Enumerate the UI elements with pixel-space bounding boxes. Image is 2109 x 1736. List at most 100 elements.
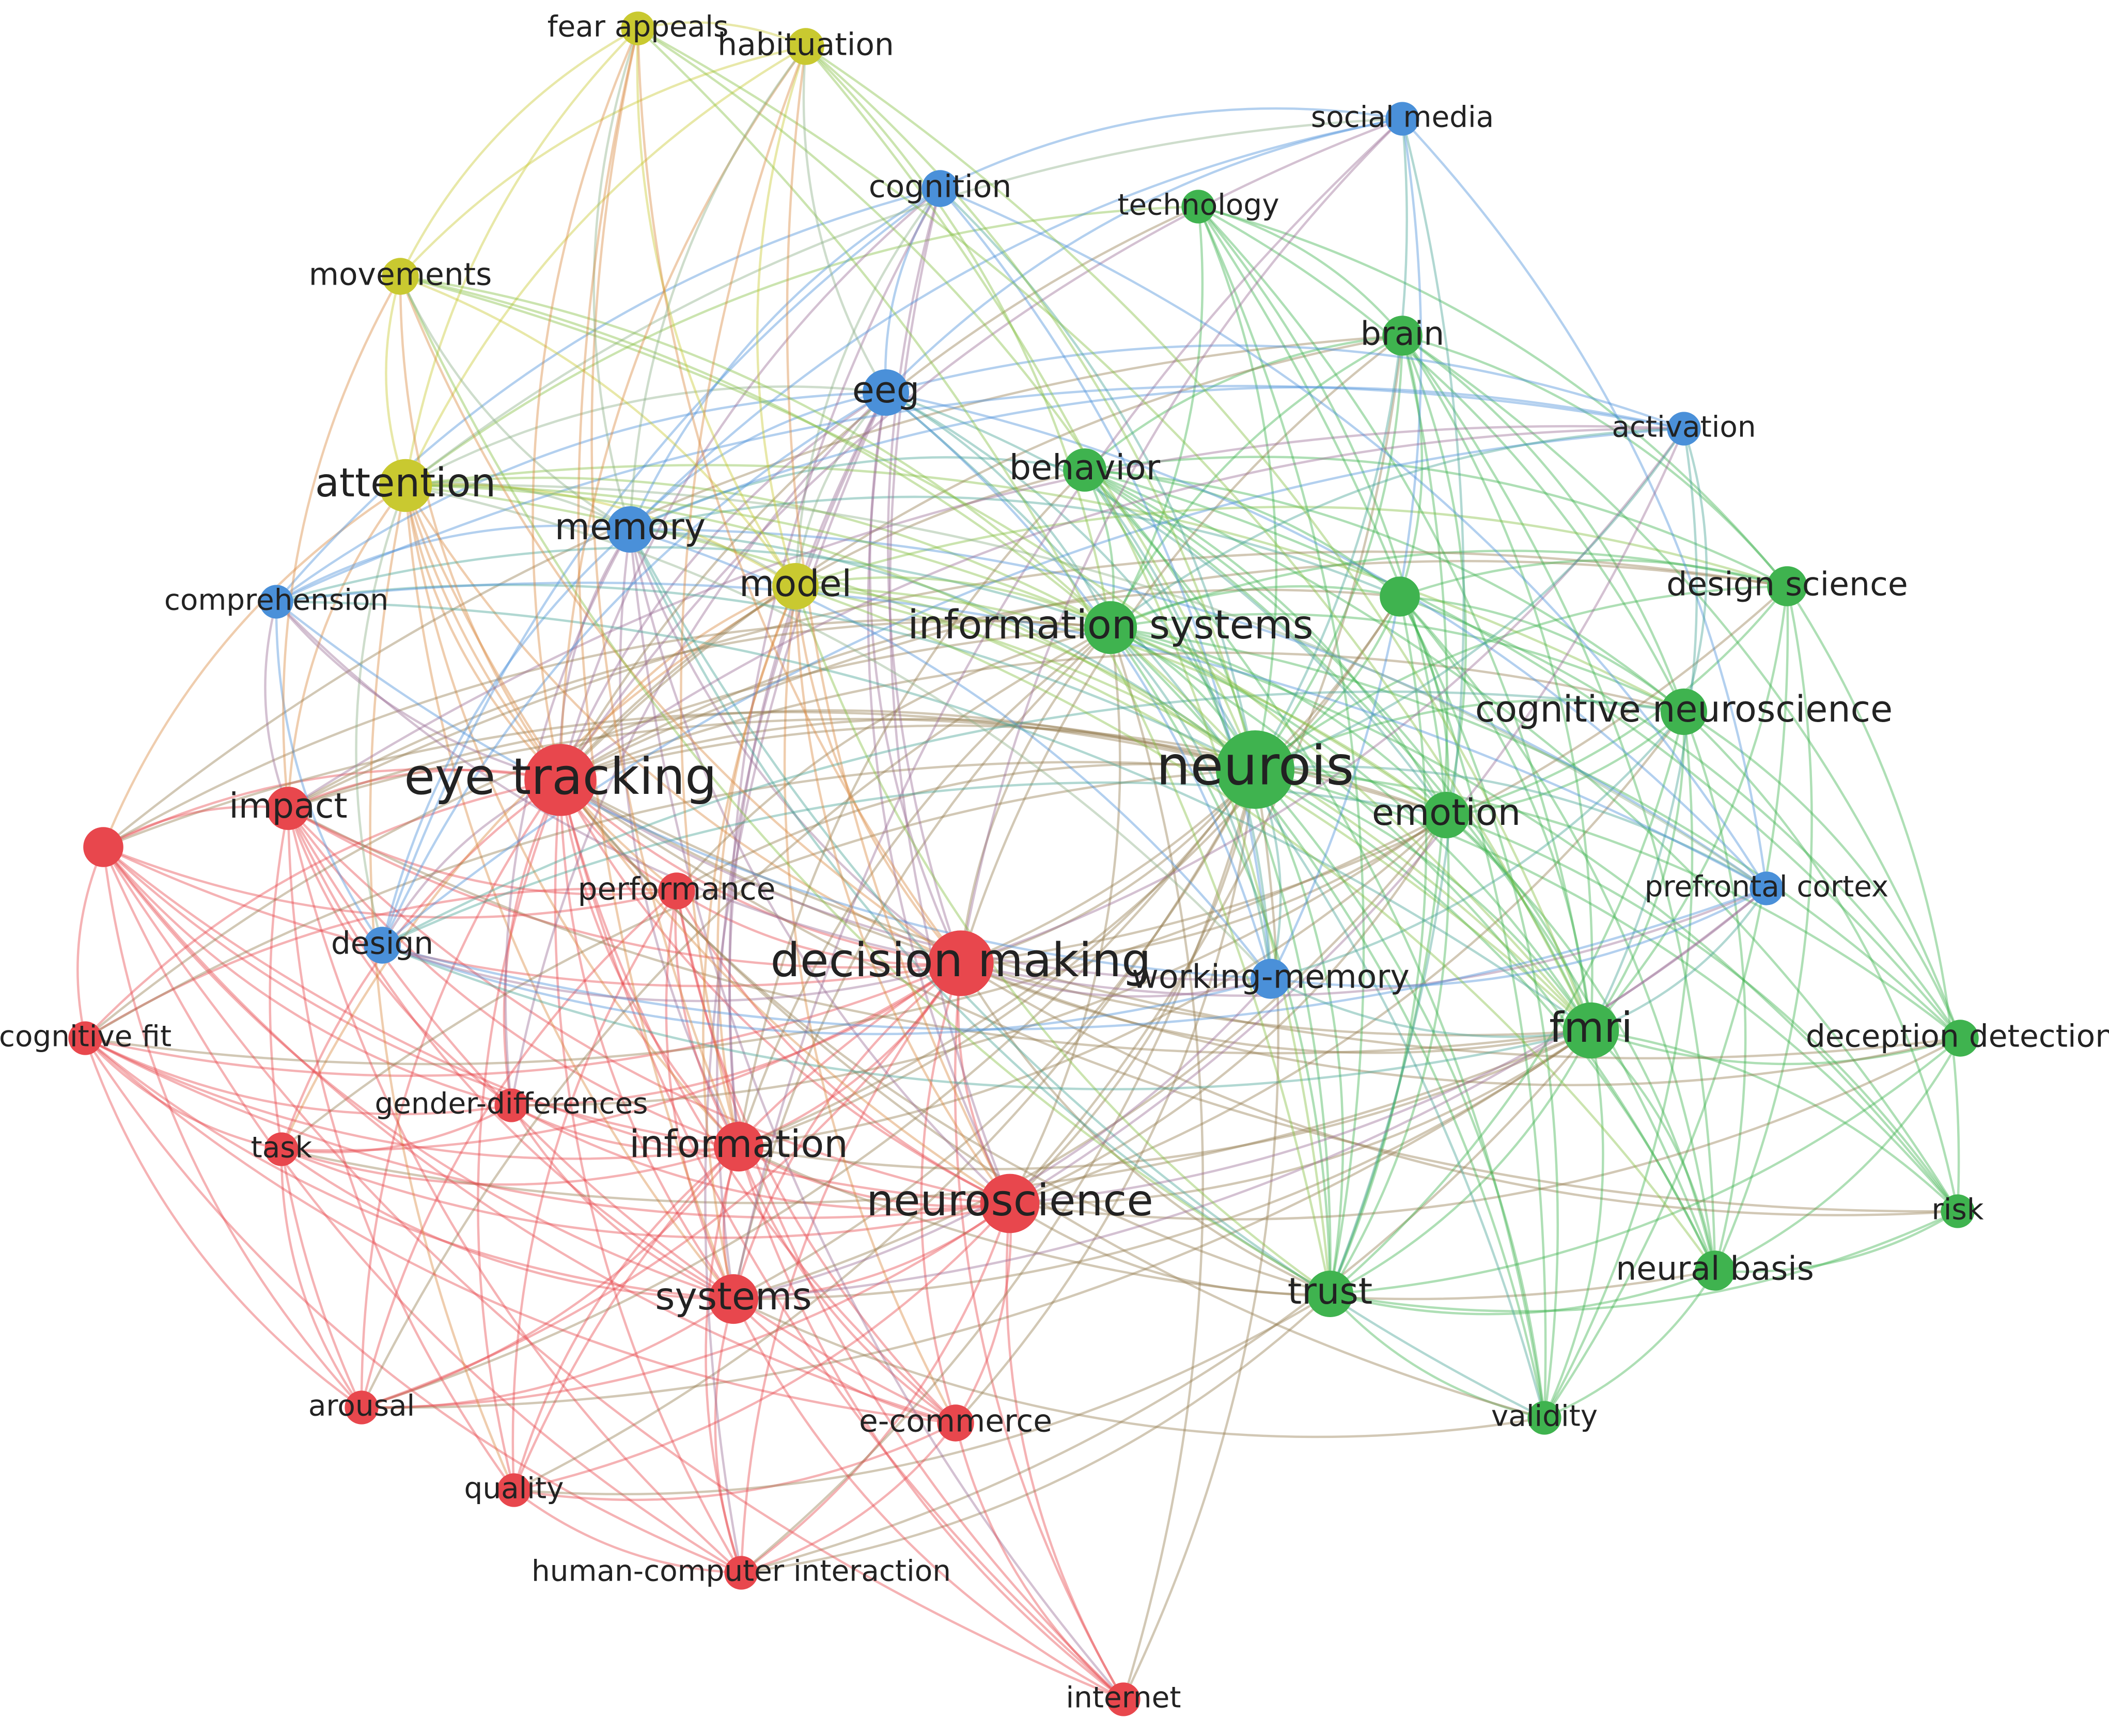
edge-movements-memory — [399, 275, 632, 531]
node-habituation[interactable] — [787, 28, 824, 65]
edge-eye-tracking-unlabeled-red — [102, 768, 562, 849]
edge-systems-impact — [287, 807, 735, 1301]
node-task[interactable] — [264, 1132, 299, 1166]
edge-working-memory-eye-tracking — [559, 778, 1272, 981]
node-internet[interactable] — [1106, 1682, 1141, 1716]
edge-movements-trust — [399, 275, 1332, 1295]
node-model[interactable] — [772, 563, 819, 609]
node-attention[interactable] — [379, 459, 432, 512]
edge-habituation-neurois — [804, 45, 1257, 771]
edge-eye-tracking-model — [559, 585, 797, 781]
node-neuroscience[interactable] — [980, 1174, 1040, 1233]
label-cognition: cognition — [869, 169, 1011, 205]
edge-habituation-trust — [804, 45, 1332, 1295]
edge-cognitive-neuroscience-fmri — [1589, 710, 1685, 1032]
edge-trust-unlabeled-green — [1329, 595, 1428, 1295]
edge-information-information-systems — [737, 626, 1112, 1148]
edge-neural-basis-risk — [1713, 1210, 1959, 1273]
label-attention: attention — [315, 460, 496, 506]
edge-fmri-risk — [1589, 1029, 1959, 1213]
label-prefrontal-cortex: prefrontal cortex — [1645, 870, 1889, 904]
node-unlabeled-red[interactable] — [83, 827, 123, 867]
node-eye-tracking[interactable] — [524, 744, 597, 816]
label-activation: activation — [1612, 411, 1756, 444]
edge-attention-neurois — [404, 484, 1257, 771]
node-working-memory[interactable] — [1251, 959, 1291, 999]
edge-activation-comprehension — [275, 385, 1685, 603]
node-neural-basis[interactable] — [1695, 1250, 1735, 1291]
edge-neurois-eye-tracking — [559, 717, 1257, 781]
node-design[interactable] — [364, 927, 401, 964]
node-social-media[interactable] — [1385, 102, 1419, 136]
node-activation[interactable] — [1667, 412, 1701, 446]
node-risk[interactable] — [1941, 1194, 1975, 1228]
node-cognition[interactable] — [921, 170, 959, 207]
node-prefrontal-cortex[interactable] — [1749, 871, 1784, 905]
node-fmri[interactable] — [1563, 1002, 1619, 1059]
label-quality: quality — [464, 1472, 564, 1506]
edge-information-systems-cognitive-neuroscience — [1109, 613, 1685, 713]
edge-gender-differences-systems — [510, 1104, 735, 1301]
node-behavior[interactable] — [1063, 448, 1106, 492]
edge-memory-comprehension — [275, 524, 632, 603]
node-movements[interactable] — [382, 258, 419, 295]
edge-information-systems-trust — [1109, 626, 1332, 1295]
node-impact[interactable] — [267, 787, 310, 830]
node-e-commerce[interactable] — [937, 1404, 974, 1442]
edge-neuroscience-fmri — [1008, 1029, 1592, 1205]
node-deception-detection[interactable] — [1942, 1020, 1979, 1057]
node-arousal[interactable] — [345, 1390, 379, 1425]
edge-working-memory-fmri — [1269, 977, 1592, 1038]
node-design-science[interactable] — [1767, 566, 1807, 606]
edge-emotion-systems — [732, 814, 1448, 1301]
node-information-systems[interactable] — [1084, 601, 1137, 654]
node-systems[interactable] — [708, 1274, 759, 1324]
node-information[interactable] — [713, 1121, 764, 1172]
node-decision-making[interactable] — [928, 930, 994, 996]
node-eeg[interactable] — [863, 369, 909, 416]
edge-impact-arousal — [269, 807, 363, 1409]
edge-neuroscience-gender-differences — [510, 1104, 1011, 1211]
node-performance[interactable] — [658, 872, 695, 910]
node-quality[interactable] — [497, 1473, 531, 1507]
edge-neurois-neuroscience — [1008, 768, 1257, 1205]
node-validity[interactable] — [1527, 1401, 1561, 1435]
edge-human-computer-interaction-fmri — [740, 1029, 1592, 1574]
node-technology[interactable] — [1181, 190, 1215, 224]
edge-cognition-neuroscience — [888, 187, 1011, 1205]
label-technology: technology — [1117, 189, 1279, 222]
edge-fear-appeals-eye-tracking — [532, 27, 639, 781]
edge-performance-attention — [404, 484, 678, 893]
edge-decision-making-cognitive-fit — [84, 962, 962, 1077]
edge-neurois-decision-making — [959, 768, 1257, 965]
edge-validity-behavior — [1083, 468, 1546, 1419]
edge-unlabeled-red-systems — [102, 846, 735, 1301]
label-deception-detection: deception detection — [1806, 1019, 2109, 1055]
edge-information-systems-deception-detection — [1109, 626, 1962, 1040]
node-trust[interactable] — [1307, 1271, 1353, 1317]
node-memory[interactable] — [607, 506, 653, 553]
edge-performance-cognitive-fit — [84, 887, 678, 1040]
node-cognitive-fit[interactable] — [68, 1021, 102, 1055]
node-neurois[interactable] — [1216, 730, 1294, 809]
node-brain[interactable] — [1382, 316, 1423, 356]
edge-model-neurois — [794, 585, 1257, 771]
label-task: task — [251, 1131, 313, 1165]
node-human-computer-interaction[interactable] — [724, 1556, 758, 1590]
node-emotion[interactable] — [1423, 792, 1470, 838]
node-unlabeled-green[interactable] — [1380, 576, 1420, 617]
edge-unlabeled-red-cognitive-fit — [76, 846, 105, 1040]
edge-fmri-eye-tracking — [559, 778, 1592, 1037]
edge-prefrontal-cortex-cognition — [939, 187, 1768, 890]
edge-trust-memory — [629, 528, 1332, 1295]
node-comprehension[interactable] — [259, 585, 293, 619]
edge-neuroscience-unlabeled-red — [102, 846, 1011, 1205]
node-gender-differences[interactable] — [494, 1088, 528, 1122]
label-brain: brain — [1361, 315, 1444, 353]
edge-model-habituation — [756, 45, 807, 588]
edge-quality-e-commerce — [512, 1421, 957, 1502]
edge-unlabeled-red-attention — [102, 484, 407, 849]
edge-technology-validity — [1197, 205, 1547, 1419]
node-cognitive-neuroscience[interactable] — [1661, 689, 1707, 735]
node-fear-appeals[interactable] — [621, 11, 655, 45]
